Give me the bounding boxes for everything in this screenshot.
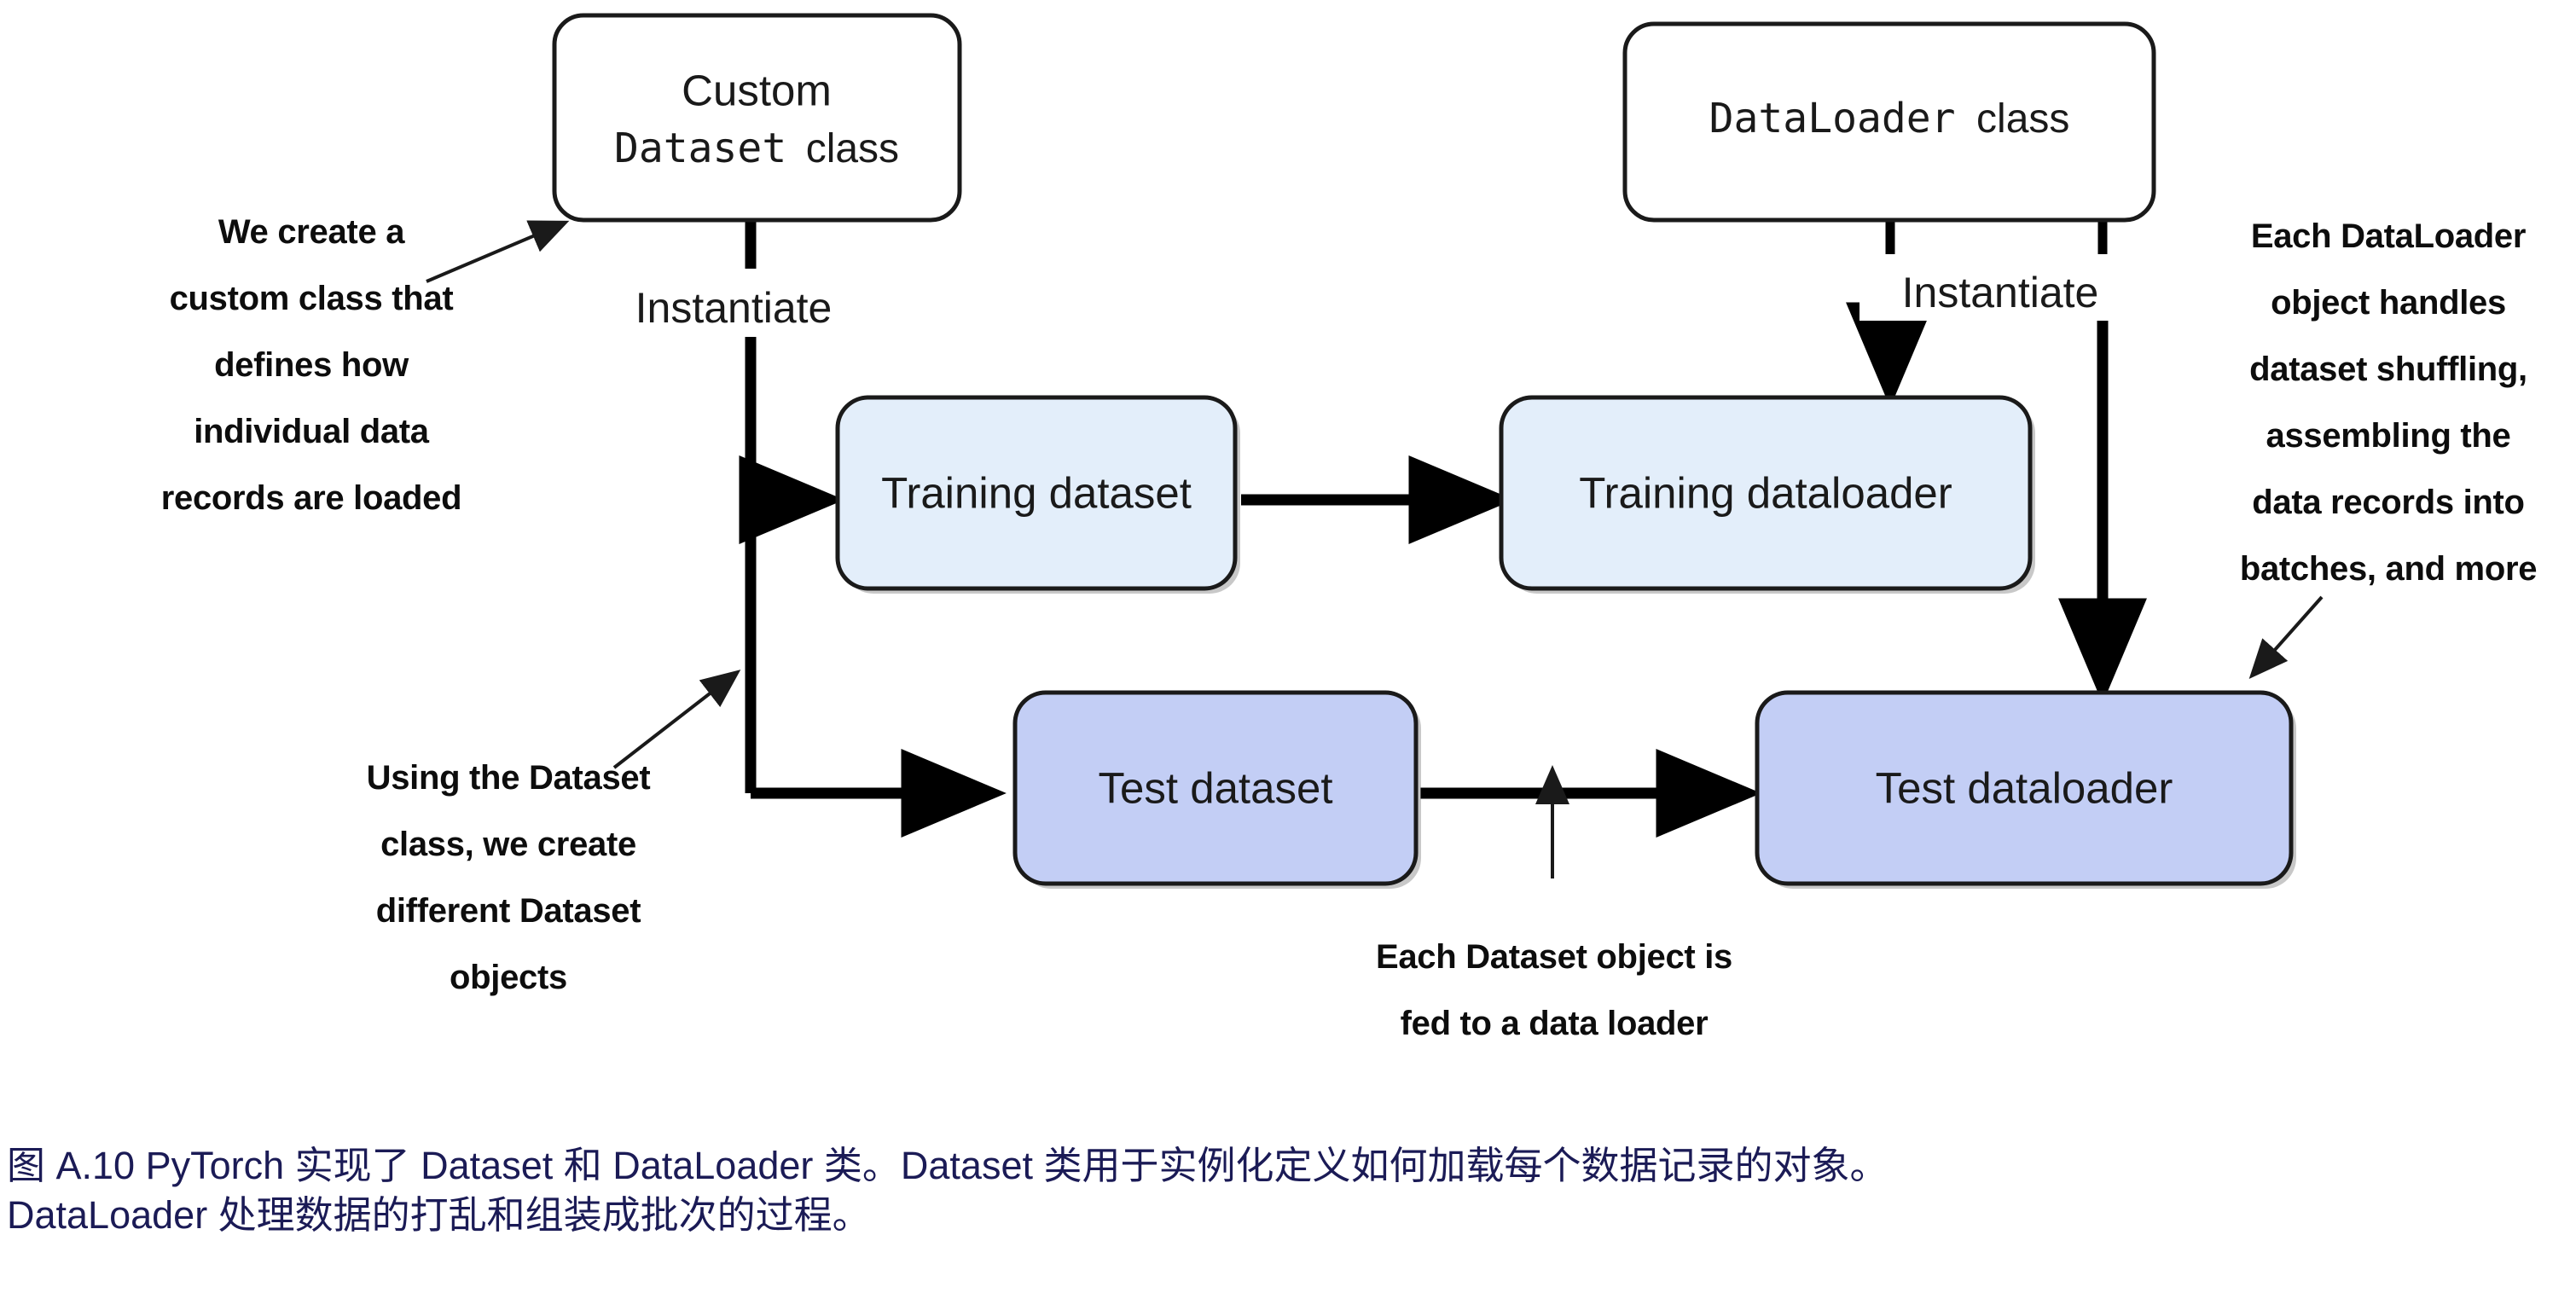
test-dataset-label: Test dataset — [1099, 763, 1333, 812]
instantiate-right-label: Instantiate — [1859, 254, 2150, 321]
dataloader-class-mono: DataLoader — [1709, 95, 1956, 142]
figure-caption: 图 A.10 PyTorch 实现了 Dataset 和 DataLoader … — [7, 1144, 1888, 1237]
dataloader-class-node[interactable]: DataLoader class — [1622, 21, 2156, 223]
custom-dataset-class-mono: Dataset — [614, 125, 786, 172]
custom-dataset-class-node[interactable]: Custom Dataset class — [552, 13, 962, 223]
svg-text:Each DataLoader: Each DataLoader — [2251, 217, 2526, 255]
svg-text:custom class that: custom class that — [170, 280, 454, 317]
annotation-using-dataset-class: Using the Dataset class, we create diffe… — [367, 759, 651, 996]
custom-dataset-class-sans: class — [806, 126, 899, 171]
svg-text:batches, and more: batches, and more — [2240, 550, 2537, 588]
annotation-each-dataloader: Each DataLoader object handles dataset s… — [2240, 217, 2538, 588]
annotation-each-dataset-object: Each Dataset object is fed to a data loa… — [1376, 938, 1732, 1042]
annotation-create-custom-class: We create a custom class that defines ho… — [161, 213, 462, 517]
svg-text:records are loaded: records are loaded — [161, 479, 462, 517]
svg-text:object handles: object handles — [2271, 284, 2506, 322]
leader-line-create-custom-class — [426, 220, 570, 283]
svg-text:Instantiate: Instantiate — [1902, 269, 2099, 316]
dataset-dataloader-diagram: Custom Dataset class DataLoader class Tr… — [161, 13, 2538, 1042]
training-dataset-label: Training dataset — [881, 468, 1192, 517]
dataloader-class-sans: class — [1976, 96, 2069, 142]
svg-text:defines how: defines how — [214, 346, 409, 384]
instantiate-left-label: Instantiate — [614, 269, 896, 337]
svg-text:Using the Dataset: Using the Dataset — [367, 759, 651, 797]
training-dataloader-label: Training dataloader — [1579, 468, 1952, 517]
svg-text:individual data: individual data — [194, 413, 430, 450]
test-dataloader-node[interactable]: Test dataloader — [1755, 690, 2296, 889]
svg-text:Each Dataset object is: Each Dataset object is — [1376, 938, 1732, 976]
svg-text:objects: objects — [450, 959, 567, 996]
svg-text:class, we create: class, we create — [380, 826, 636, 863]
svg-text:assembling the: assembling the — [2266, 417, 2511, 455]
training-dataset-node[interactable]: Training dataset — [835, 395, 1240, 594]
custom-dataset-class-line2: Dataset class — [614, 125, 899, 172]
svg-text:different Dataset: different Dataset — [376, 892, 641, 930]
leader-line-each-dataloader — [2248, 595, 2324, 679]
svg-text:Instantiate: Instantiate — [635, 284, 833, 332]
leader-line-using-dataset-class — [612, 670, 741, 769]
dataloader-class-line1: DataLoader class — [1709, 95, 2070, 142]
test-dataloader-label: Test dataloader — [1876, 763, 2173, 812]
svg-text:fed to a data loader: fed to a data loader — [1401, 1005, 1709, 1042]
svg-text:We create a: We create a — [218, 213, 405, 251]
svg-text:dataset shuffling,: dataset shuffling, — [2249, 351, 2527, 388]
training-dataloader-node[interactable]: Training dataloader — [1499, 395, 2035, 594]
svg-text:data records into: data records into — [2252, 484, 2524, 521]
custom-dataset-class-line1: Custom — [682, 66, 832, 114]
test-dataset-node[interactable]: Test dataset — [1012, 690, 1421, 889]
